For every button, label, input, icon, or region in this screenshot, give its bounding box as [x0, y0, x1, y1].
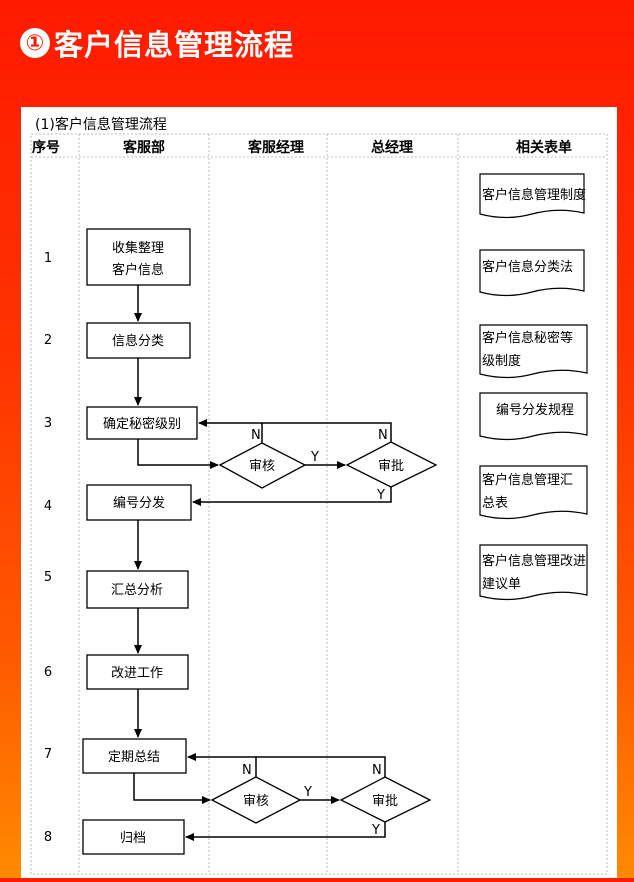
svg-text:收集整理: 收集整理 [112, 240, 164, 256]
flowchart-panel: (1)客户信息管理流程 序号 客服部 客服经理 总经理 相关表单 1 2 3 4… [21, 107, 617, 878]
step-classify: 信息分类 [86, 322, 191, 359]
svg-text:客户信息分类法: 客户信息分类法 [482, 259, 573, 275]
svg-text:级制度: 级制度 [482, 353, 521, 369]
branch-label-yes: Y [303, 785, 312, 800]
row-number: 4 [44, 499, 52, 514]
svg-text:确定秘密级别: 确定秘密级别 [103, 416, 181, 432]
svg-text:客户信息管理汇: 客户信息管理汇 [482, 472, 573, 488]
form-document: 客户信息管理改进 建议单 [479, 544, 588, 601]
connectors [133, 285, 392, 841]
column-header: 客服经理 [247, 139, 304, 156]
svg-text:客户信息管理制度: 客户信息管理制度 [482, 187, 586, 203]
svg-text:总表: 总表 [482, 496, 508, 511]
decision-review-2: 审核 [210, 776, 302, 824]
svg-text:客户信息: 客户信息 [112, 262, 164, 278]
step-improve: 改进工作 [86, 654, 189, 690]
step-summary-analysis: 汇总分析 [86, 570, 189, 609]
row-number: 1 [44, 251, 52, 266]
svg-text:建议单: 建议单 [482, 577, 521, 592]
table-frame [30, 133, 608, 875]
branch-label-yes: Y [310, 450, 319, 465]
svg-text:改进工作: 改进工作 [111, 666, 163, 681]
svg-text:审批: 审批 [372, 794, 398, 809]
step-archive: 归档 [82, 819, 185, 855]
row-number: 3 [44, 416, 52, 431]
svg-text:汇总分析: 汇总分析 [111, 583, 163, 598]
branch-label-yes: Y [371, 823, 380, 838]
decision-approve-2: 审批 [339, 776, 432, 823]
branch-label-no: N [378, 428, 388, 443]
row-number: 6 [44, 665, 52, 680]
row-number: 7 [44, 747, 52, 762]
branch-label-no: N [372, 763, 382, 778]
column-header: 总经理 [371, 139, 413, 156]
page-title: 客户信息管理流程 [54, 28, 295, 62]
column-header: 序号 [32, 139, 60, 156]
decision-review-1: 审核 [218, 442, 307, 489]
step-secret-level: 确定秘密级别 [86, 406, 198, 440]
form-document: 客户信息秘密等 级制度 [479, 324, 588, 379]
svg-text:归档: 归档 [120, 831, 146, 846]
svg-text:审核: 审核 [243, 794, 269, 809]
decision-approve-1: 审批 [345, 441, 438, 488]
row-number: 8 [44, 830, 52, 845]
step-collect-info: 收集整理 客户信息 [86, 228, 191, 286]
svg-text:审批: 审批 [378, 459, 404, 474]
column-header: 客服部 [122, 139, 165, 156]
step-numbering: 编号分发 [86, 484, 192, 521]
form-document: 客户信息管理汇 总表 [479, 465, 588, 520]
svg-text:编号分发规程: 编号分发规程 [496, 402, 574, 418]
form-document: 客户信息管理制度 [479, 173, 586, 219]
branch-label-yes: Y [376, 488, 385, 503]
svg-text:定期总结: 定期总结 [108, 750, 160, 765]
svg-text:信息分类: 信息分类 [112, 333, 164, 349]
form-document: 客户信息分类法 [479, 249, 585, 297]
row-number: 5 [44, 570, 52, 585]
chart-caption: (1)客户信息管理流程 [35, 116, 167, 133]
branch-label-no: N [251, 428, 261, 443]
column-header: 相关表单 [516, 139, 572, 156]
form-document: 编号分发规程 [479, 392, 588, 441]
svg-text:审核: 审核 [249, 459, 275, 474]
page-header: ① 客户信息管理流程 [20, 18, 294, 68]
step-periodic-summary: 定期总结 [82, 738, 187, 774]
svg-text:编号分发: 编号分发 [113, 495, 165, 511]
svg-text:客户信息管理改进: 客户信息管理改进 [482, 553, 586, 569]
step-number-badge: ① [20, 28, 50, 58]
flowchart: (1)客户信息管理流程 序号 客服部 客服经理 总经理 相关表单 1 2 3 4… [30, 116, 608, 875]
svg-text:客户信息秘密等: 客户信息秘密等 [482, 330, 573, 346]
branch-label-no: N [242, 763, 252, 778]
row-number: 2 [44, 333, 52, 348]
